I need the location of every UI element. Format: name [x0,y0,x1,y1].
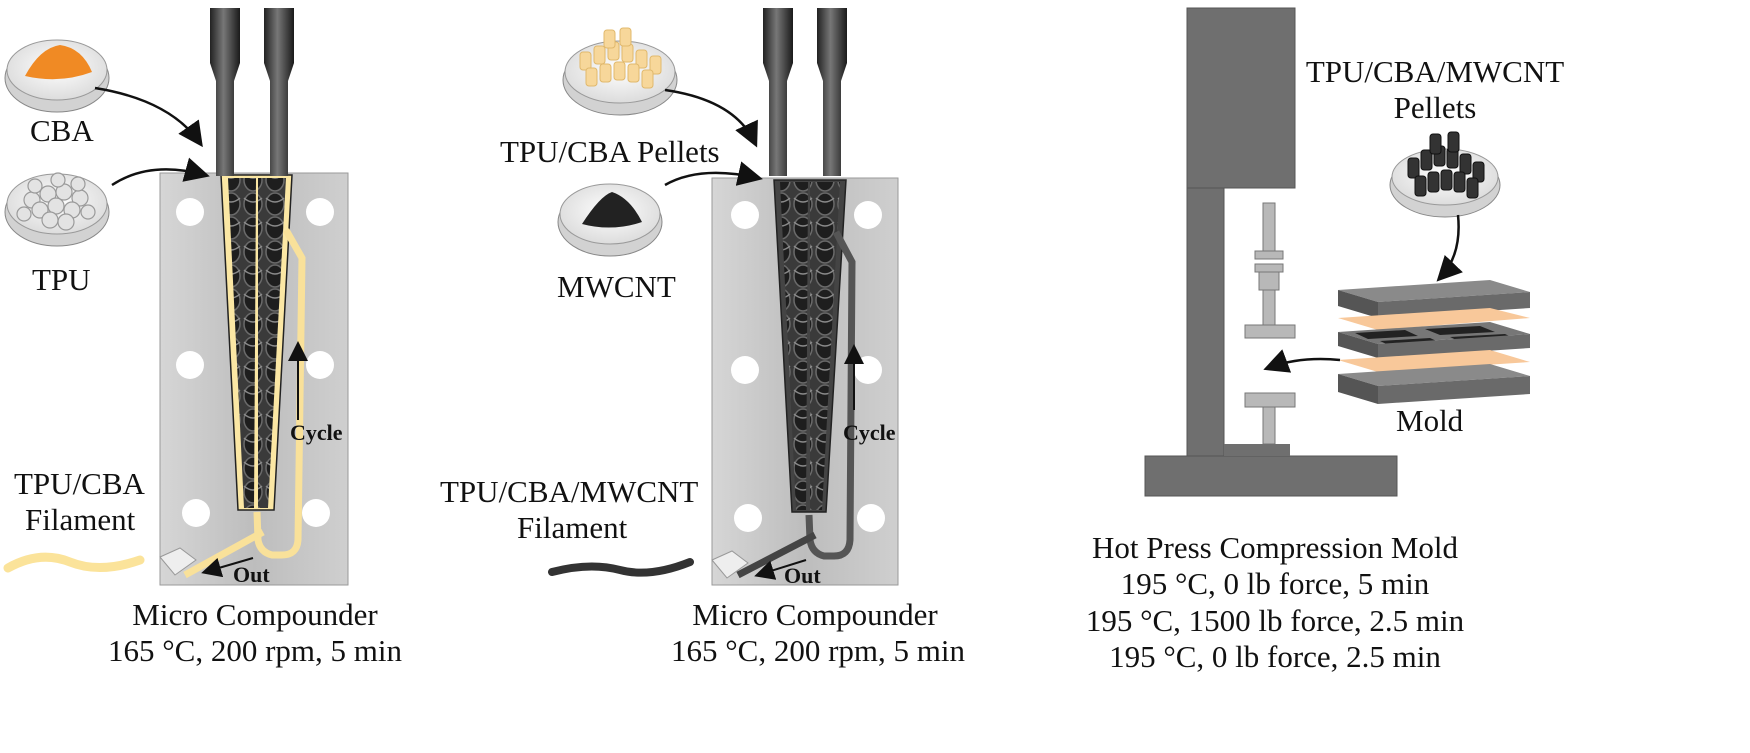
cba-feed-arrow [94,86,203,148]
mwcnt-dish-icon [557,183,663,257]
tpu-cba-filament-label-line1: TPU/CBA [14,466,145,501]
pellets-to-mold-arrow [1436,214,1463,282]
tpu-cba-filament-icon [3,552,145,573]
pellets-label-line1: TPU/CBA/MWCNT [1305,54,1565,89]
mwcnt-label: MWCNT [557,269,676,304]
tpu-feed-arrow [111,157,210,187]
cba-label: CBA [30,113,94,148]
mold-icon [1338,280,1530,404]
tpu-cba-pellets-dish-icon [562,27,678,116]
panel1-caption-line1: Micro Compounder [132,597,378,632]
mwcnt-filament-label-line2: Filament [517,510,628,545]
tpu-cba-filament-label-line2: Filament [25,502,136,537]
pellets-feed-arrow [664,88,758,148]
pellets-dish-icon [1389,131,1501,218]
cycle-label: Cycle [290,420,343,445]
out-label-2: Out [784,563,821,588]
mwcnt-feed-arrow [664,161,763,187]
panel3-caption-line2: 195 °C, 0 lb force, 5 min [1120,566,1430,601]
panel3-caption-line1: Hot Press Compression Mold [1092,530,1458,565]
panel1-compounder [159,8,349,586]
panel3-caption-line3: 195 °C, 1500 lb force, 2.5 min [1085,603,1465,638]
panel1-caption-line2: 165 °C, 200 rpm, 5 min [108,633,402,668]
mold-to-press-arrow [1263,349,1341,373]
tpu-label: TPU [32,262,91,297]
out-label: Out [233,562,270,587]
mwcnt-filament-icon [548,558,694,577]
pellets-label-line2: Pellets [1393,90,1477,125]
mwcnt-filament-label-line1: TPU/CBA/MWCNT [440,474,699,509]
tpu-dish-icon [4,172,110,247]
panel2-caption-line1: Micro Compounder [692,597,938,632]
cba-dish-icon [4,39,110,113]
panel2-compounder [711,8,899,586]
tpu-cba-pellets-label: TPU/CBA Pellets [500,134,720,169]
panel2-caption-line2: 165 °C, 200 rpm, 5 min [671,633,965,668]
panel3-caption-line4: 195 °C, 0 lb force, 2.5 min [1109,639,1441,674]
hot-press-icon [1144,7,1398,497]
mold-label: Mold [1396,403,1464,438]
cycle-label-2: Cycle [843,420,896,445]
